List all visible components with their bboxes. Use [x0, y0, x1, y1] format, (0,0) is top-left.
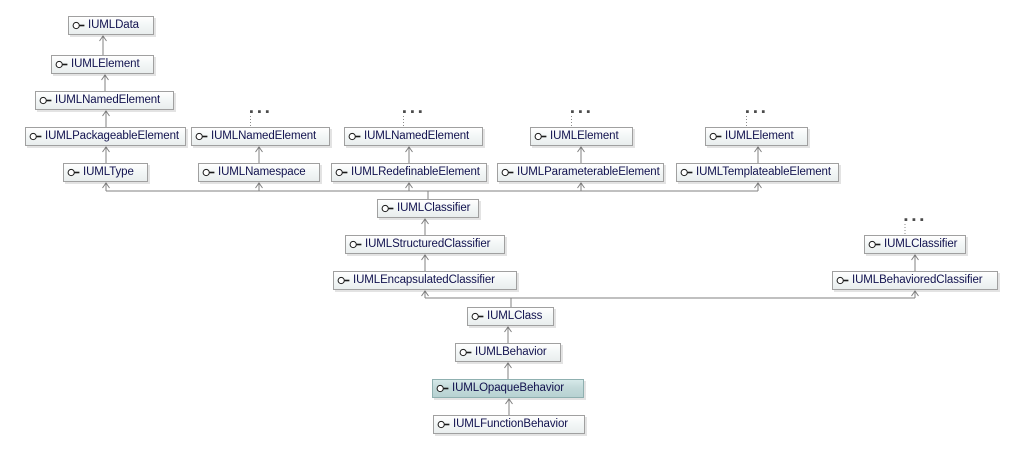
generalization-arrowhead	[577, 146, 585, 153]
uml-node-iumlclass[interactable]: IUMLClass	[467, 307, 554, 326]
uml-node-iumlopaquebehavior[interactable]: IUMLOpaqueBehavior	[432, 379, 584, 398]
uml-node-iumlbehavior[interactable]: IUMLBehavior	[455, 343, 561, 362]
interface-lollipop-icon	[39, 96, 52, 105]
uml-node-iumlclassifier[interactable]: IUMLClassifier	[864, 235, 966, 254]
uml-node-label: IUMLNamedElement	[211, 130, 317, 142]
generalization-arrowhead	[754, 146, 762, 153]
uml-node-label: IUMLType	[83, 166, 134, 178]
interface-lollipop-icon	[459, 348, 472, 357]
uml-node-label: IUMLElement	[550, 130, 619, 142]
uml-node-label: IUMLData	[88, 19, 139, 31]
interface-lollipop-icon	[836, 276, 849, 285]
uml-node-label: IUMLElement	[725, 130, 794, 142]
interface-lollipop-icon	[437, 420, 450, 429]
uml-node-label: IUMLNamespace	[218, 166, 306, 178]
uml-node-label: IUMLPackageableElement	[45, 130, 179, 142]
uml-node-label: IUMLStructuredClassifier	[365, 238, 491, 250]
uml-node-iumlbehavioredclassifier[interactable]: IUMLBehavioredClassifier	[832, 271, 998, 290]
uml-node-label: IUMLClassifier	[397, 202, 471, 214]
uml-node-iumldata[interactable]: IUMLData	[68, 16, 154, 35]
uml-node-iumlparameterableelement[interactable]: IUMLParameterableElement	[497, 163, 664, 182]
uml-node-label: IUMLElement	[71, 58, 140, 70]
uml-node-label: IUMLNamedElement	[55, 94, 161, 106]
uml-node-iumlelement[interactable]: IUMLElement	[705, 127, 808, 146]
interface-lollipop-icon	[55, 60, 68, 69]
interface-lollipop-icon	[501, 168, 514, 177]
generalization-arrowhead	[911, 254, 919, 261]
interface-lollipop-icon	[72, 21, 85, 30]
uml-node-label: IUMLNamedElement	[364, 130, 470, 142]
uml-node-iumlencapsulatedclassifier[interactable]: IUMLEncapsulatedClassifier	[333, 271, 517, 290]
generalization-arrowhead	[911, 290, 919, 297]
uml-node-iumlnamedelement[interactable]: IUMLNamedElement	[35, 91, 174, 110]
elided-ancestors-ellipsis: ▪ ▪ ▪	[249, 106, 270, 118]
interface-lollipop-icon	[349, 240, 362, 249]
interface-lollipop-icon	[202, 168, 215, 177]
interface-lollipop-icon	[436, 384, 449, 393]
generalization-arrowhead	[504, 326, 512, 333]
uml-node-iumlelement[interactable]: IUMLElement	[530, 127, 633, 146]
generalization-arrowhead	[405, 182, 413, 189]
generalization-arrowhead	[102, 146, 110, 153]
interface-lollipop-icon	[67, 168, 80, 177]
interface-lollipop-icon	[337, 276, 350, 285]
generalization-arrowhead	[405, 146, 413, 153]
elided-ancestors-ellipsis: ▪ ▪ ▪	[904, 214, 925, 226]
interface-lollipop-icon	[381, 204, 394, 213]
uml-node-label: IUMLOpaqueBehavior	[452, 382, 564, 394]
interface-lollipop-icon	[29, 132, 42, 141]
generalization-arrowhead	[255, 146, 263, 153]
generalization-arrowhead	[102, 110, 110, 117]
generalization-arrowhead	[255, 182, 263, 189]
elided-ancestors-ellipsis: ▪ ▪ ▪	[402, 106, 423, 118]
interface-lollipop-icon	[471, 312, 484, 321]
uml-node-iumlfunctionbehavior[interactable]: IUMLFunctionBehavior	[433, 415, 585, 434]
uml-node-iumltype[interactable]: IUMLType	[63, 163, 148, 182]
uml-node-iumlnamedelement[interactable]: IUMLNamedElement	[191, 127, 330, 146]
uml-node-label: IUMLEncapsulatedClassifier	[353, 274, 495, 286]
uml-node-label: IUMLClassifier	[884, 238, 958, 250]
interface-lollipop-icon	[534, 132, 547, 141]
uml-node-label: IUMLParameterableElement	[517, 166, 660, 178]
uml-node-label: IUMLClass	[487, 310, 543, 322]
uml-node-iumlstructuredclassifier[interactable]: IUMLStructuredClassifier	[345, 235, 505, 254]
interface-lollipop-icon	[868, 240, 881, 249]
uml-node-label: IUMLBehavior	[475, 346, 547, 358]
uml-node-label: IUMLRedefinableElement	[351, 166, 480, 178]
uml-node-label: IUMLFunctionBehavior	[453, 418, 568, 430]
generalization-arrowhead	[754, 182, 762, 189]
generalization-arrowhead	[504, 362, 512, 369]
generalization-arrowhead	[421, 218, 429, 225]
uml-node-iumltemplateableelement[interactable]: IUMLTemplateableElement	[676, 163, 839, 182]
interface-lollipop-icon	[680, 168, 693, 177]
uml-node-iumlpackageableelement[interactable]: IUMLPackageableElement	[25, 127, 186, 146]
interface-lollipop-icon	[335, 168, 348, 177]
elided-ancestors-ellipsis: ▪ ▪ ▪	[570, 106, 591, 118]
uml-node-iumlnamespace[interactable]: IUMLNamespace	[198, 163, 320, 182]
uml-node-iumlnamedelement[interactable]: IUMLNamedElement	[344, 127, 483, 146]
uml-node-iumlredefinableelement[interactable]: IUMLRedefinableElement	[331, 163, 487, 182]
generalization-arrowhead	[101, 74, 109, 81]
generalization-arrowhead	[421, 254, 429, 261]
generalization-arrowhead	[421, 290, 429, 297]
elided-ancestors-ellipsis: ▪ ▪ ▪	[745, 106, 766, 118]
uml-node-iumlelement[interactable]: IUMLElement	[51, 55, 154, 74]
generalization-arrowhead	[102, 182, 110, 189]
generalization-arrowhead	[577, 182, 585, 189]
interface-lollipop-icon	[195, 132, 208, 141]
generalization-arrowhead	[505, 398, 513, 405]
uml-node-iumlclassifier[interactable]: IUMLClassifier	[377, 199, 479, 218]
uml-node-label: IUMLBehavioredClassifier	[852, 274, 983, 286]
interface-lollipop-icon	[348, 132, 361, 141]
interface-lollipop-icon	[709, 132, 722, 141]
generalization-arrowhead	[99, 35, 107, 42]
uml-node-label: IUMLTemplateableElement	[696, 166, 831, 178]
